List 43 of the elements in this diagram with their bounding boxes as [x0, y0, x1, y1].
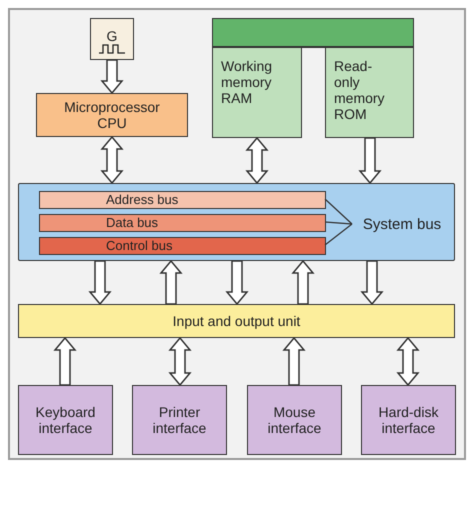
- processor-box: [36, 93, 188, 137]
- block-arrow: [245, 136, 269, 184]
- box-label: Working memory RAM: [221, 58, 274, 106]
- interface-box: [361, 385, 456, 455]
- memory-header-bar: [212, 18, 414, 48]
- bus-strip: [39, 237, 326, 255]
- block-arrow: [100, 136, 124, 184]
- block-arrow: [53, 336, 77, 386]
- box-label: Read-only memory ROM: [334, 58, 386, 122]
- leader-line: [324, 221, 352, 225]
- clock-generator-box: [90, 18, 134, 60]
- leader-line: [324, 224, 352, 246]
- leader-line: [324, 198, 352, 224]
- block-arrow: [282, 336, 306, 386]
- box-label: Data bus: [106, 215, 158, 231]
- block-arrow: [225, 260, 249, 306]
- box-label: Microprocessor CPU: [63, 99, 161, 131]
- io-unit-box: [18, 304, 455, 338]
- block-arrow: [100, 59, 124, 94]
- block-arrow: [360, 260, 384, 306]
- box-label: Keyboard interface: [34, 404, 96, 436]
- box-label: Address bus: [106, 192, 178, 208]
- box-label: Mouse interface: [266, 404, 322, 436]
- block-arrow: [291, 260, 315, 305]
- memory-box: [325, 47, 414, 138]
- bus-strip: [39, 214, 326, 232]
- memory-box: [212, 47, 302, 138]
- box-label: Hard-disk interface: [378, 404, 440, 436]
- system-bus-panel: [18, 183, 455, 261]
- interface-box: [132, 385, 227, 455]
- box-label: Printer interface: [152, 404, 208, 436]
- bus-label: System bus: [353, 215, 451, 235]
- box-label: Control bus: [106, 238, 172, 254]
- bus-strip: [39, 191, 326, 209]
- block-arrow: [358, 137, 382, 184]
- box-label: Input and output unit: [172, 313, 300, 329]
- block-arrow: [159, 260, 183, 305]
- block-arrow: [88, 260, 112, 306]
- interface-box: [247, 385, 342, 455]
- block-arrow: [396, 336, 420, 386]
- box-label: G: [106, 28, 118, 44]
- interface-box: [18, 385, 113, 455]
- block-arrow: [168, 336, 192, 386]
